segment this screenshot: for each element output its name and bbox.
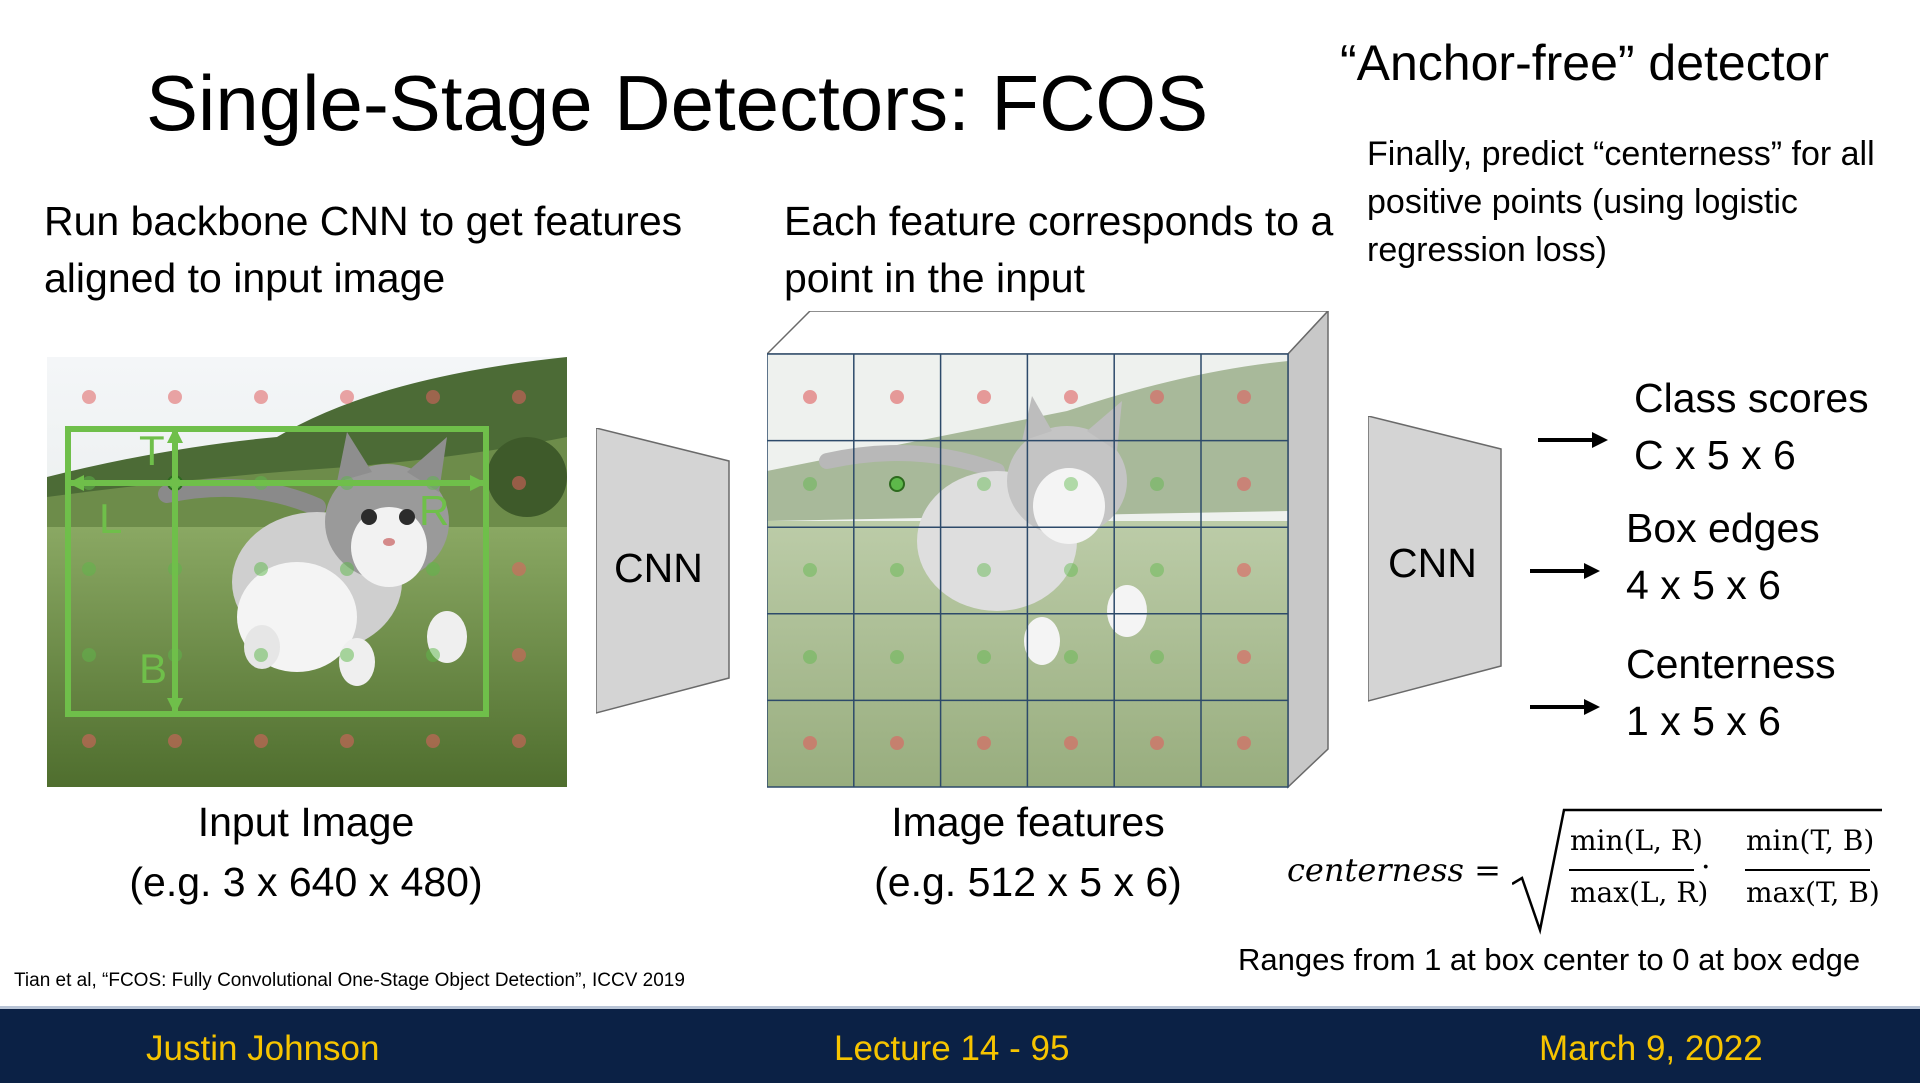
feature-grid — [767, 353, 1289, 788]
formula-den-2: max(T, B) — [1746, 876, 1880, 909]
box-edges-shape: 4 x 5 x 6 — [1626, 562, 1781, 608]
feature-volume — [767, 311, 1330, 789]
box-edges-name: Box edges — [1626, 505, 1820, 551]
input-caption-shape: (e.g. 3 x 640 x 480) — [129, 859, 483, 905]
formula-dot: · — [1701, 850, 1711, 885]
sqrt-sign — [1512, 808, 1882, 935]
cnn-block-2 — [1368, 416, 1502, 702]
box-label-l: L — [99, 495, 123, 542]
feature-description: Each feature corresponds to a point in t… — [784, 198, 1334, 301]
features-caption-shape: (e.g. 512 x 5 x 6) — [874, 859, 1182, 905]
formula-den-1: max(L, R) — [1570, 876, 1709, 909]
box-label-r: R — [419, 487, 450, 534]
centerness-note: Finally, predict “centerness” for all po… — [1367, 135, 1875, 269]
slide-title: Single-Stage Detectors: FCOS — [146, 59, 1209, 147]
box-label-t: T — [139, 427, 165, 474]
arrow-class-scores — [1538, 432, 1608, 448]
centerness-formula: centerness = min(L, R) max(L, R) · min(T… — [1287, 806, 1887, 936]
formula-num-1: min(L, R) — [1570, 824, 1703, 857]
output-class-scores: Class scores C x 5 x 6 — [1634, 370, 1869, 484]
box-label-b: B — [139, 645, 168, 692]
image-features-caption: Image features (e.g. 512 x 5 x 6) — [828, 792, 1228, 912]
centerness-shape: 1 x 5 x 6 — [1626, 698, 1781, 744]
anchor-free-heading: “Anchor-free” detector — [1340, 35, 1830, 91]
formula-num-2: min(T, B) — [1746, 824, 1875, 857]
ranges-note: Ranges from 1 at box center to 0 at box … — [1238, 942, 1861, 977]
footer-author: Justin Johnson — [146, 1029, 380, 1068]
cnn-label-2: CNN — [1388, 540, 1477, 586]
cnn-block-1 — [596, 428, 730, 714]
class-scores-name: Class scores — [1634, 375, 1869, 421]
input-caption-title: Input Image — [197, 799, 415, 845]
arrow-box-edges — [1530, 563, 1600, 579]
footer-lecture: Lecture 14 - 95 — [834, 1029, 1070, 1068]
arrow-centerness — [1530, 699, 1600, 715]
centerness-name: Centerness — [1626, 641, 1836, 687]
footer-date: March 9, 2022 — [1539, 1029, 1763, 1068]
output-box-edges: Box edges 4 x 5 x 6 — [1626, 500, 1820, 614]
features-caption-title: Image features — [891, 799, 1165, 845]
formula-lhs: centerness = — [1287, 851, 1501, 889]
feature-grid-dots — [803, 390, 1251, 750]
gt-bounding-box — [65, 426, 489, 717]
class-scores-shape: C x 5 x 6 — [1634, 432, 1796, 478]
output-centerness: Centerness 1 x 5 x 6 — [1626, 636, 1836, 750]
slide-footer: Justin Johnson Lecture 14 - 95 March 9, … — [0, 1006, 1920, 1083]
backbone-description: Run backbone CNN to get features aligned… — [44, 198, 683, 301]
input-image: T L R B — [47, 357, 567, 787]
kitten-photo — [47, 357, 567, 787]
paper-citation: Tian et al, “FCOS: Fully Convolutional O… — [14, 970, 685, 991]
cnn-label-1: CNN — [614, 545, 703, 591]
input-image-caption: Input Image (e.g. 3 x 640 x 480) — [106, 792, 506, 912]
